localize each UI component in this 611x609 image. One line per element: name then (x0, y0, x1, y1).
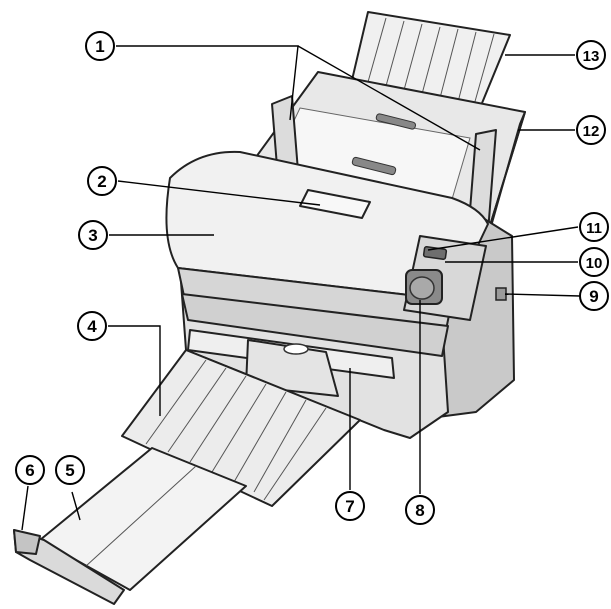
callout-label: 6 (25, 461, 34, 480)
callout-7: 7 (335, 491, 365, 521)
callout-11: 11 (579, 212, 609, 242)
paper-output-slot (181, 293, 449, 357)
exit-tray-stopper (13, 529, 125, 605)
callout-9: 9 (579, 281, 609, 311)
callout-label: 12 (583, 123, 600, 140)
callout-label: 10 (586, 255, 603, 272)
control-panel (403, 235, 487, 321)
feed-roller (351, 113, 416, 176)
callout-13: 13 (576, 40, 606, 70)
callout-label: 1 (95, 37, 104, 56)
start-stop-button-face[interactable] (409, 276, 435, 300)
callout-12: 12 (576, 115, 606, 145)
callout-label: 13 (583, 48, 600, 65)
callout-label: 7 (345, 497, 354, 516)
callout-label: 9 (589, 287, 598, 306)
callout-1: 1 (85, 31, 115, 61)
callout-label: 4 (87, 317, 97, 336)
callout-8: 8 (405, 495, 435, 525)
callout-3: 3 (78, 220, 108, 250)
side-connector (495, 287, 507, 301)
callout-2: 2 (87, 166, 117, 196)
callout-label: 8 (415, 501, 424, 520)
callout-label: 11 (586, 220, 602, 237)
callout-label: 2 (97, 172, 106, 191)
callout-6: 6 (15, 455, 45, 485)
callout-4: 4 (77, 311, 107, 341)
callout-label: 5 (65, 461, 74, 480)
leader-lines (21, 45, 581, 531)
callout-10: 10 (579, 247, 609, 277)
callout-label: 3 (88, 226, 97, 245)
exit-tray (121, 349, 361, 507)
exit-stopper (187, 329, 395, 397)
cover-open-lever[interactable] (299, 189, 371, 219)
scanner-top-cover (165, 150, 489, 331)
callout-5: 5 (55, 455, 85, 485)
